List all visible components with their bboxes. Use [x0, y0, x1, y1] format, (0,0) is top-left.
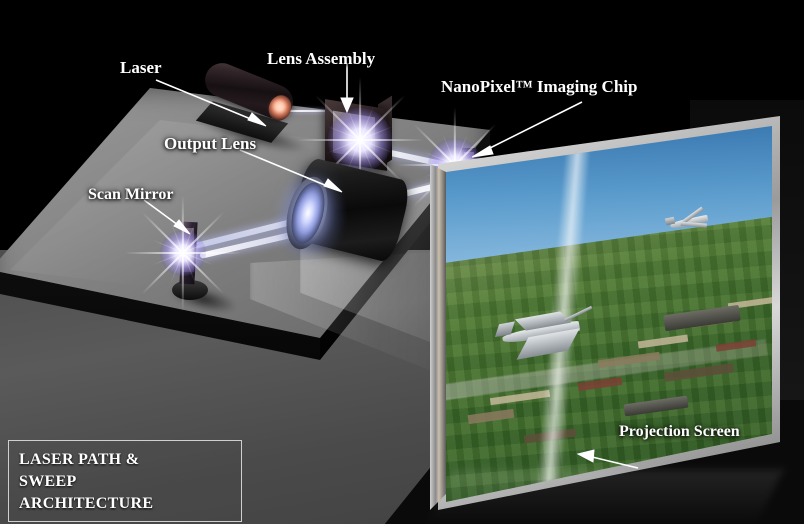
label-output-lens: Output Lens: [164, 134, 257, 153]
label-projection-screen: Projection Screen: [619, 423, 740, 440]
figure-caption: LASER PATH & SWEEP ARCHITECTURE: [8, 440, 242, 523]
lens-assembly-face: [333, 110, 375, 160]
projection-screen: [428, 112, 802, 512]
caption-line-1: LASER PATH &: [19, 451, 140, 468]
caption-line-2: SWEEP: [19, 473, 77, 491]
scan-mirror-face: [183, 228, 194, 272]
label-laser: Laser: [120, 58, 162, 77]
projection-screen-image: [446, 126, 772, 502]
caption-line-3: ARCHITECTURE: [19, 495, 154, 513]
label-scan-mirror: Scan Mirror: [88, 186, 174, 203]
projection-screen-side-edge: [430, 164, 446, 510]
label-lens-assembly: Lens Assembly: [267, 49, 376, 68]
laser-glow: [268, 96, 292, 120]
label-nanopixel-imaging-chip: NanoPixel™ Imaging Chip: [441, 77, 638, 96]
